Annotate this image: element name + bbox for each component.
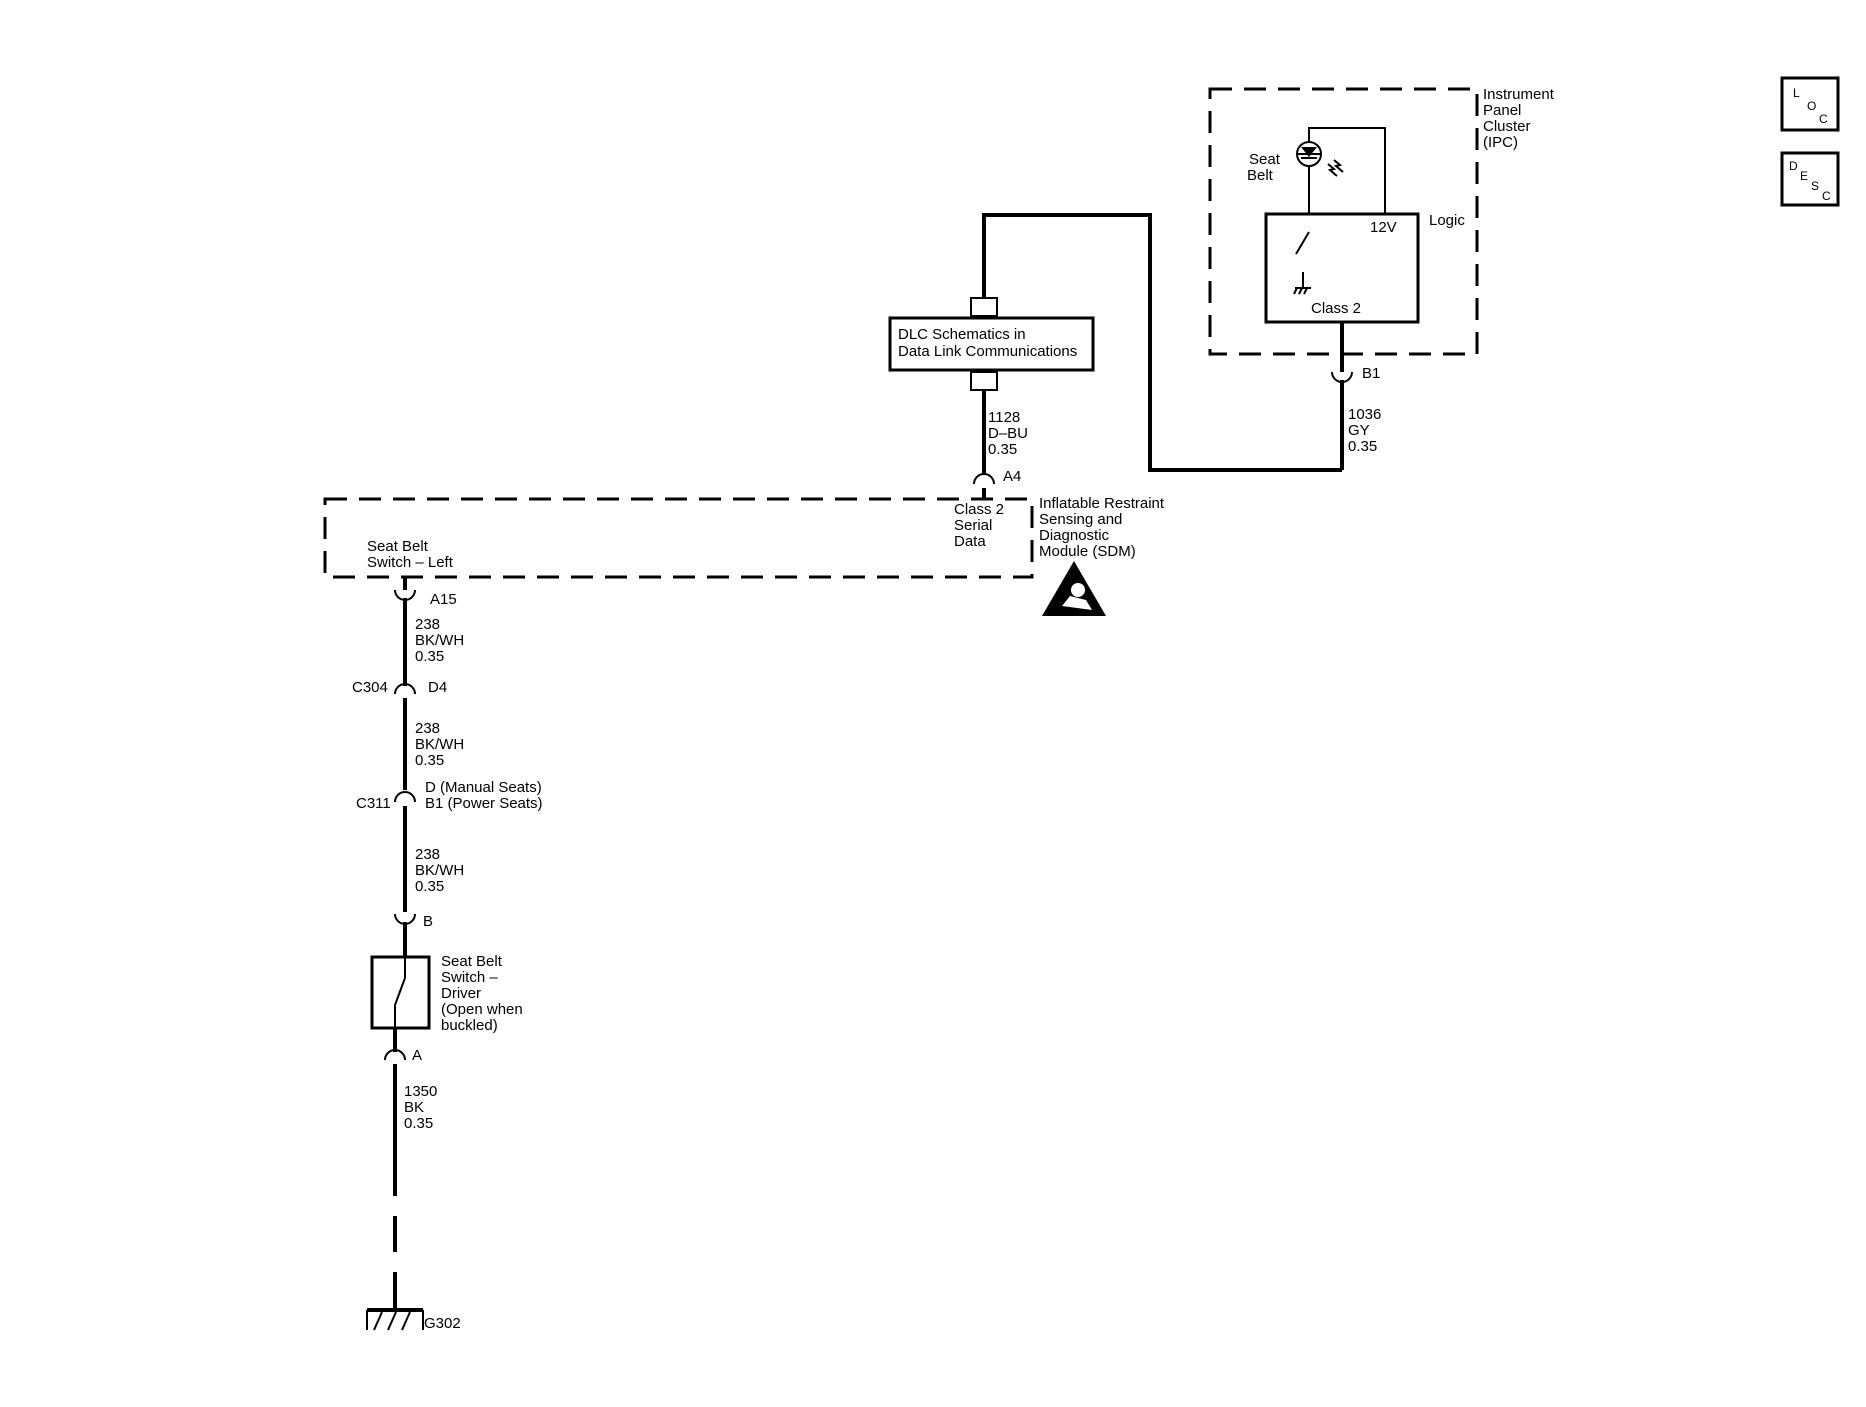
sdm-switch-label-2: Switch – Left: [367, 554, 454, 571]
switch-pin-b: B: [423, 913, 433, 930]
switch-pin-a-connector: [384, 1028, 406, 1160]
c304-name: C304: [352, 679, 388, 696]
switch-label-2: Switch –: [441, 969, 498, 986]
ipc-voltage-label: 12V: [1370, 219, 1397, 236]
sdm-serial-1: Class 2: [954, 501, 1004, 518]
ipc-b1-pin: B1: [1362, 365, 1380, 382]
wire-1036-size: 0.35: [1348, 438, 1377, 455]
ipc-label-2: Panel: [1483, 102, 1521, 119]
sdm-name-1: Inflatable Restraint: [1039, 495, 1165, 512]
sdm-a4-connector: [973, 473, 995, 500]
wire-c-color: BK/WH: [415, 862, 464, 879]
wire-b-circuit: 238: [415, 720, 440, 737]
ground-g302-label: G302: [424, 1315, 461, 1332]
desc-letter-2: E: [1800, 169, 1808, 183]
class2-loop-wire: [982, 213, 1342, 472]
seat-belt-lamp-icon: [1296, 141, 1344, 177]
lamp-label-2: Belt: [1247, 167, 1274, 184]
airbag-warning-icon: [1042, 561, 1106, 616]
wire-a-color: BK/WH: [415, 632, 464, 649]
dlc-reference[interactable]: DLC Schematics in Data Link Communicatio…: [888, 297, 1095, 391]
wire-1128-color: D–BU: [988, 425, 1028, 442]
wire-d-circuit: 1350: [404, 1083, 437, 1100]
ipc-logic-label: Logic: [1429, 212, 1465, 229]
switch-pin-b-connector: [394, 913, 416, 957]
loc-letter-1: L: [1793, 86, 1800, 100]
ipc-internal-switch: [1295, 231, 1310, 255]
ipc-label-4: (IPC): [1483, 134, 1518, 151]
c304-pin: D4: [428, 679, 447, 696]
ipc-logic-box: [1264, 212, 1420, 324]
sdm-serial-2: Serial: [954, 517, 992, 534]
loc-button[interactable]: L O C: [1780, 76, 1840, 132]
sdm-module: Class 2 Serial Data Inflatable Restraint…: [323, 495, 1165, 579]
wire-b-color: BK/WH: [415, 736, 464, 753]
switch-label-4: (Open when: [441, 1001, 523, 1018]
switch-pin-a: A: [412, 1047, 422, 1064]
desc-letter-4: C: [1822, 189, 1831, 203]
c311-name: C311: [356, 795, 391, 812]
c311-pin-manual: D (Manual Seats): [425, 779, 542, 796]
wire-d-color: BK: [404, 1099, 424, 1116]
switch-label-1: Seat Belt: [441, 953, 503, 970]
loc-letter-3: C: [1819, 112, 1828, 126]
wire-d-size: 0.35: [404, 1115, 433, 1132]
desc-letter-3: S: [1811, 179, 1819, 193]
wire-1128-size: 0.35: [988, 441, 1017, 458]
switch-label-3: Driver: [441, 985, 481, 1002]
ipc-label-3: Cluster: [1483, 118, 1531, 135]
desc-letter-1: D: [1789, 159, 1798, 173]
sdm-name-3: Diagnostic: [1039, 527, 1110, 544]
wire-b-size: 0.35: [415, 752, 444, 769]
loc-letter-2: O: [1807, 99, 1816, 113]
switch-label-5: buckled): [441, 1017, 498, 1034]
c304-connector: [394, 683, 416, 790]
wire-a-size: 0.35: [415, 648, 444, 665]
sdm-name-4: Module (SDM): [1039, 543, 1136, 560]
dlc-box-line-2: Data Link Communications: [898, 343, 1077, 360]
desc-button[interactable]: D E S C: [1780, 151, 1840, 207]
sdm-a4-pin: A4: [1003, 468, 1021, 485]
sdm-name-2: Sensing and: [1039, 511, 1122, 528]
sdm-a15-connector: [394, 577, 416, 601]
ipc-module: Instrument Panel Cluster (IPC) Seat Belt…: [1208, 86, 1555, 356]
wire-1036-circuit: 1036: [1348, 406, 1381, 423]
lamp-label-1: Seat: [1249, 151, 1281, 168]
ground-symbol-icon: [1293, 272, 1311, 295]
sdm-a15-pin: A15: [430, 591, 457, 608]
wire-a-circuit: 238: [415, 616, 440, 633]
wire-1128-circuit: 1128: [988, 409, 1020, 426]
wire-c-circuit: 238: [415, 846, 440, 863]
c311-connector: [394, 791, 416, 912]
seat-belt-switch-driver: [370, 955, 431, 1030]
wire-c-size: 0.35: [415, 878, 444, 895]
ipc-bus-label: Class 2: [1311, 300, 1361, 317]
c311-pin-power: B1 (Power Seats): [425, 795, 543, 812]
lamp-feed-wire: [1308, 127, 1386, 214]
sdm-switch-label-1: Seat Belt: [367, 538, 429, 555]
g302-ground-icon: [366, 1308, 424, 1331]
dlc-reference-box[interactable]: [888, 316, 1095, 372]
ipc-label-1: Instrument: [1483, 86, 1555, 103]
sdm-boundary: [323, 497, 1034, 579]
wire-1036-color: GY: [1348, 422, 1370, 439]
ipc-b1-connector: [1331, 322, 1353, 470]
sdm-serial-3: Data: [954, 533, 986, 550]
dlc-box-line-1: DLC Schematics in: [898, 326, 1026, 343]
